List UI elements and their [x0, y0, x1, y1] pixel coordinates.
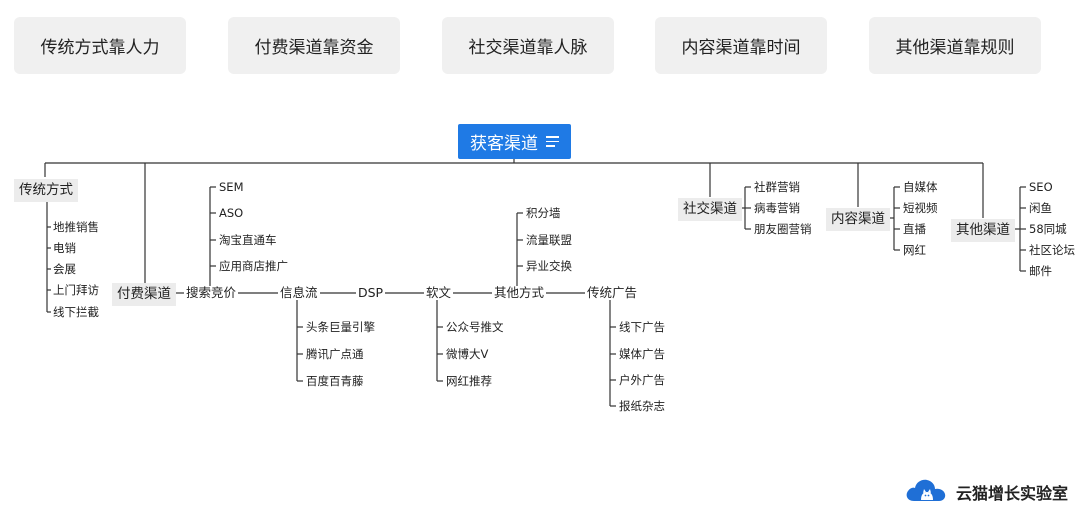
other-item: 流量联盟 — [526, 233, 572, 247]
cloud-cat-icon — [904, 476, 950, 508]
social-item: 社群营销 — [754, 180, 800, 194]
root-node: 获客渠道 — [458, 124, 571, 159]
paid-softtext-node: 软文 — [424, 285, 454, 300]
content-item: 自媒体 — [903, 180, 938, 194]
menu-lines-icon — [546, 136, 559, 147]
search-item: 淘宝直通车 — [219, 233, 277, 247]
content-item: 短视频 — [903, 201, 938, 215]
branch-others: 其他渠道 — [951, 219, 1015, 242]
content-item: 网红 — [903, 243, 926, 257]
paid-search-node: 搜索竞价 — [184, 285, 239, 300]
traditional-item: 会展 — [53, 262, 76, 276]
social-item: 朋友圈营销 — [754, 222, 812, 236]
softtext-item: 网红推荐 — [446, 374, 492, 388]
traditional-item: 上门拜访 — [53, 283, 99, 297]
content-item: 直播 — [903, 222, 926, 236]
tradad-item: 媒体广告 — [619, 347, 665, 361]
branch-content: 内容渠道 — [826, 208, 890, 231]
paid-other-node: 其他方式 — [492, 285, 547, 300]
paid-feed-node: 信息流 — [278, 285, 320, 300]
branch-social: 社交渠道 — [678, 198, 742, 221]
softtext-item: 微博大V — [446, 347, 489, 361]
branch-paid: 付费渠道 — [112, 283, 176, 306]
traditional-item: 线下拦截 — [53, 305, 99, 319]
header-pill-traditional: 传统方式靠人力 — [14, 17, 186, 74]
header-pill-paid: 付费渠道靠资金 — [228, 17, 400, 74]
social-item: 病毒营销 — [754, 201, 800, 215]
paid-tradad-node: 传统广告 — [585, 285, 640, 300]
others-item: 社区论坛 — [1029, 243, 1075, 257]
others-item: SEO — [1029, 180, 1053, 194]
others-item: 闲鱼 — [1029, 201, 1052, 215]
softtext-item: 公众号推文 — [446, 320, 504, 334]
search-item: SEM — [219, 180, 244, 194]
brand-logo: 云猫增长实验室 — [904, 477, 1074, 507]
header-pill-social: 社交渠道靠人脉 — [442, 17, 614, 74]
root-label: 获客渠道 — [470, 134, 538, 154]
feed-item: 头条巨量引擎 — [306, 320, 375, 334]
traditional-item: 地推销售 — [53, 220, 99, 234]
branch-traditional: 传统方式 — [14, 179, 78, 202]
others-item: 58同城 — [1029, 222, 1067, 236]
search-item: ASO — [219, 206, 244, 220]
other-item: 异业交换 — [526, 259, 572, 273]
header-pill-content: 内容渠道靠时间 — [655, 17, 827, 74]
other-item: 积分墙 — [526, 206, 561, 220]
header-pill-others: 其他渠道靠规则 — [869, 17, 1041, 74]
brand-name: 云猫增长实验室 — [956, 484, 1069, 503]
others-item: 邮件 — [1029, 264, 1052, 278]
feed-item: 百度百青藤 — [306, 374, 364, 388]
traditional-item: 电销 — [53, 241, 76, 255]
tradad-item: 报纸杂志 — [619, 399, 665, 413]
feed-item: 腾讯广点通 — [306, 347, 364, 361]
tradad-item: 线下广告 — [619, 320, 665, 334]
search-item: 应用商店推广 — [219, 259, 288, 273]
tradad-item: 户外广告 — [619, 373, 665, 387]
paid-dsp-node: DSP — [356, 285, 386, 300]
